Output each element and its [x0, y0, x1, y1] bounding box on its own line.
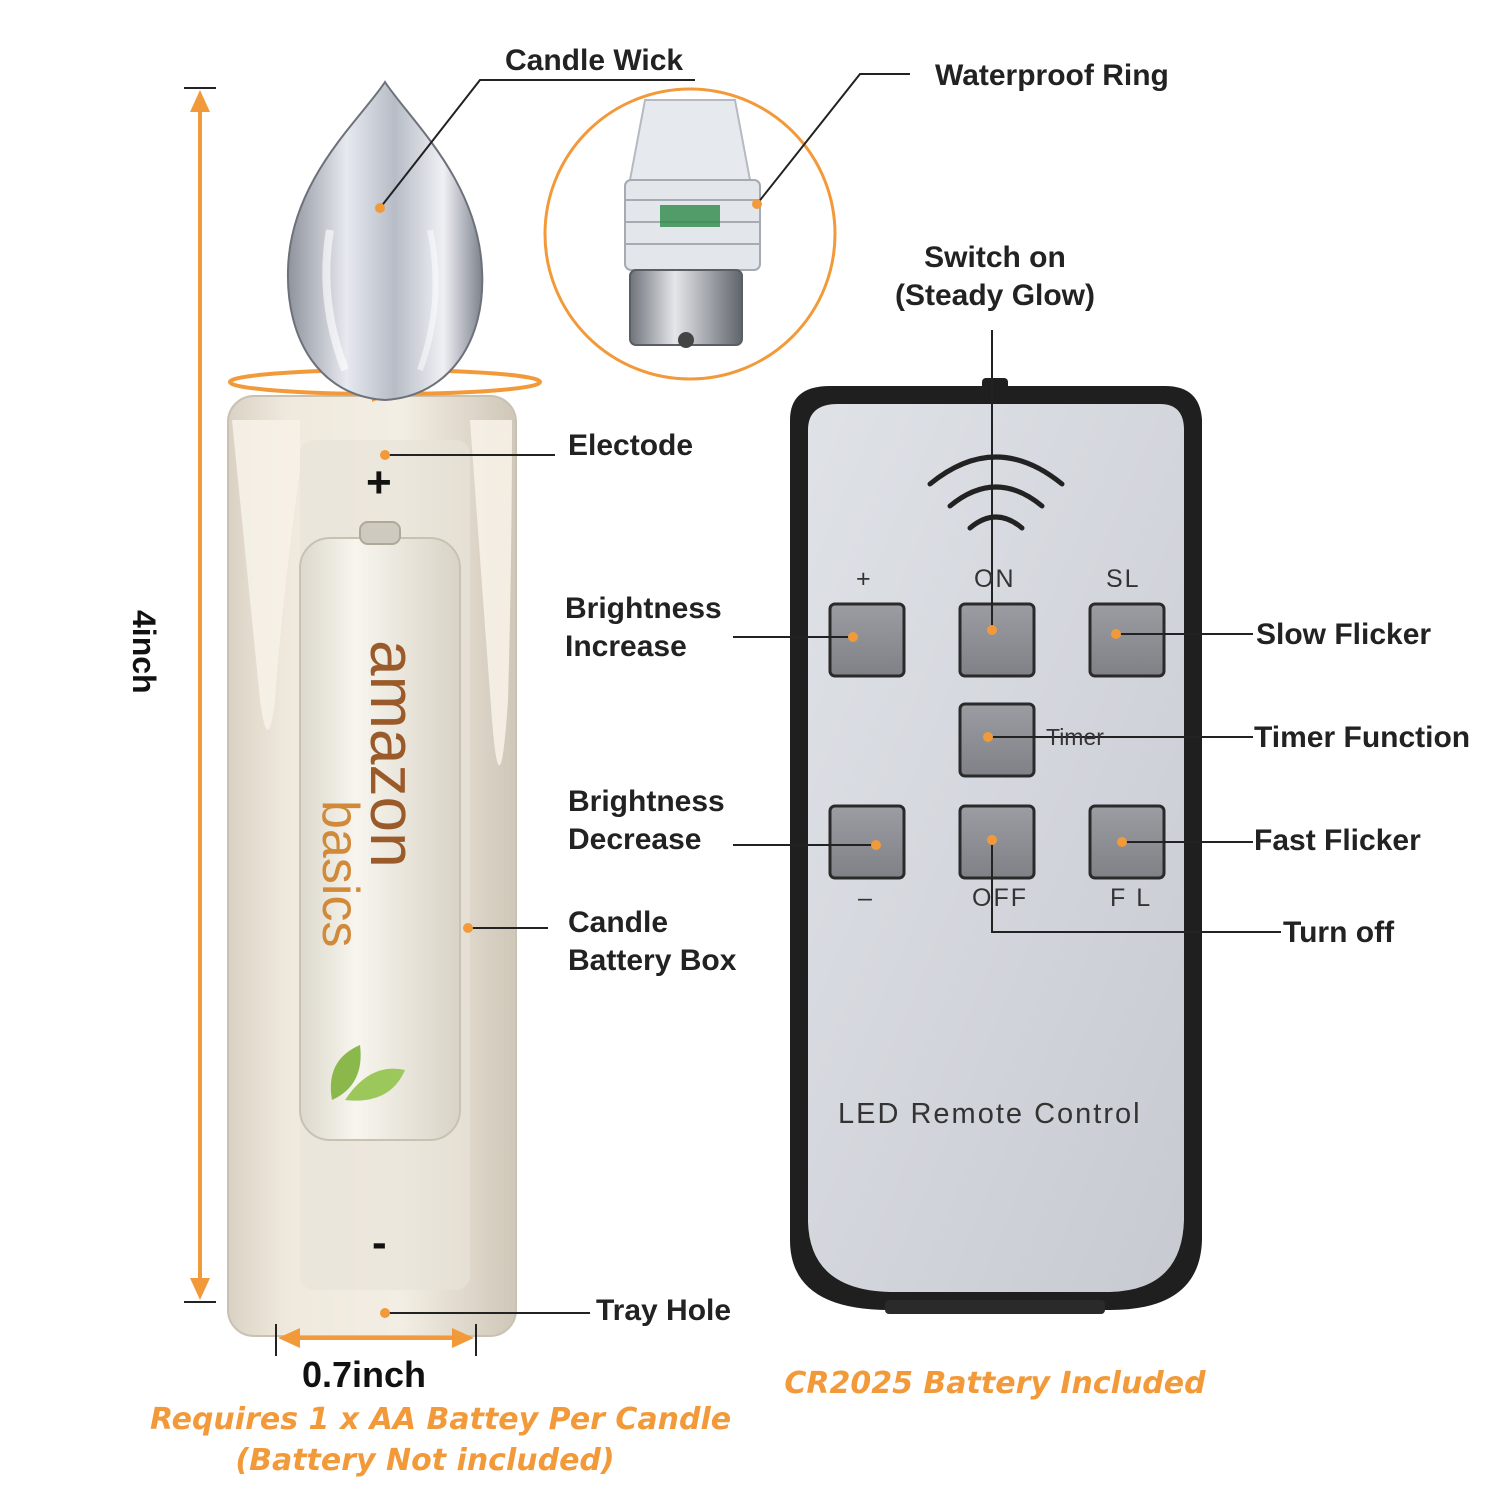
remote-battery-note: CR2025 Battery Included	[784, 1366, 1206, 1401]
label-timer-function: Timer Function	[1254, 721, 1471, 754]
label-brightness-decrease-line2: Decrease	[568, 823, 702, 856]
candle	[227, 80, 542, 1337]
label-fast-flicker: Fast Flicker	[1254, 824, 1421, 857]
waterproof-ring-detail	[543, 87, 837, 381]
off-button-caption: OFF	[972, 884, 1028, 912]
minus-button[interactable]	[828, 804, 906, 880]
label-battery-box-line2: Battery Box	[568, 944, 737, 977]
height-dimension	[184, 87, 216, 1303]
label-switch-on-line1: Switch on	[924, 241, 1066, 274]
plus-button[interactable]	[828, 602, 906, 678]
label-brightness-increase-line1: Brightness	[565, 592, 722, 625]
label-waterproof-ring: Waterproof Ring	[935, 59, 1169, 92]
label-candle-wick: Candle Wick	[505, 44, 684, 77]
battery-brand-line2: basics	[311, 800, 369, 948]
candle-battery-note-line2: (Battery Not included)	[235, 1443, 615, 1478]
label-tray-hole: Tray Hole	[596, 1294, 732, 1327]
height-dimension-label: 4inch	[126, 610, 162, 694]
width-dimension-label: 0.7inch	[302, 1354, 427, 1395]
minus-terminal-sign: -	[372, 1218, 387, 1267]
label-electrode: Electode	[568, 429, 694, 462]
leaf-icon-2	[345, 1068, 405, 1101]
label-switch-on-line2: (Steady Glow)	[894, 279, 1096, 312]
candle-battery-note-line1: Requires 1 x AA Battey Per Candle	[150, 1402, 732, 1437]
leaf-icon	[330, 1045, 361, 1100]
flame-highlight-2	[417, 229, 439, 372]
flame-highlight	[322, 229, 349, 372]
timer-button[interactable]	[958, 702, 1036, 778]
label-slow-flicker: Slow Flicker	[1256, 618, 1432, 651]
fl-button-caption: F L	[1110, 884, 1153, 912]
flame-bulb	[286, 80, 484, 402]
plus-button-caption: +	[856, 565, 873, 593]
label-turn-off: Turn off	[1283, 916, 1395, 949]
wireless-signal-icon	[927, 454, 1065, 531]
battery-terminal	[359, 521, 401, 545]
label-battery-box-line1: Candle	[568, 906, 669, 939]
width-dimension	[275, 1324, 477, 1356]
label-brightness-increase-line2: Increase	[565, 630, 687, 663]
minus-button-caption: –	[858, 884, 874, 912]
on-button[interactable]	[958, 602, 1036, 678]
timer-button-caption: Timer	[1046, 724, 1104, 750]
callout-lines	[379, 73, 1281, 1314]
remote-title: LED Remote Control	[838, 1098, 1142, 1130]
label-brightness-decrease-line1: Brightness	[568, 785, 725, 818]
remote-bottom-tab	[885, 1300, 1105, 1314]
callout-dots	[375, 199, 1127, 1318]
sl-button[interactable]	[1088, 602, 1166, 678]
remote	[790, 378, 1202, 1314]
off-button[interactable]	[958, 804, 1036, 880]
on-button-caption: ON	[974, 565, 1016, 593]
sl-button-caption: SL	[1106, 565, 1141, 593]
plus-terminal-sign: +	[366, 458, 392, 507]
